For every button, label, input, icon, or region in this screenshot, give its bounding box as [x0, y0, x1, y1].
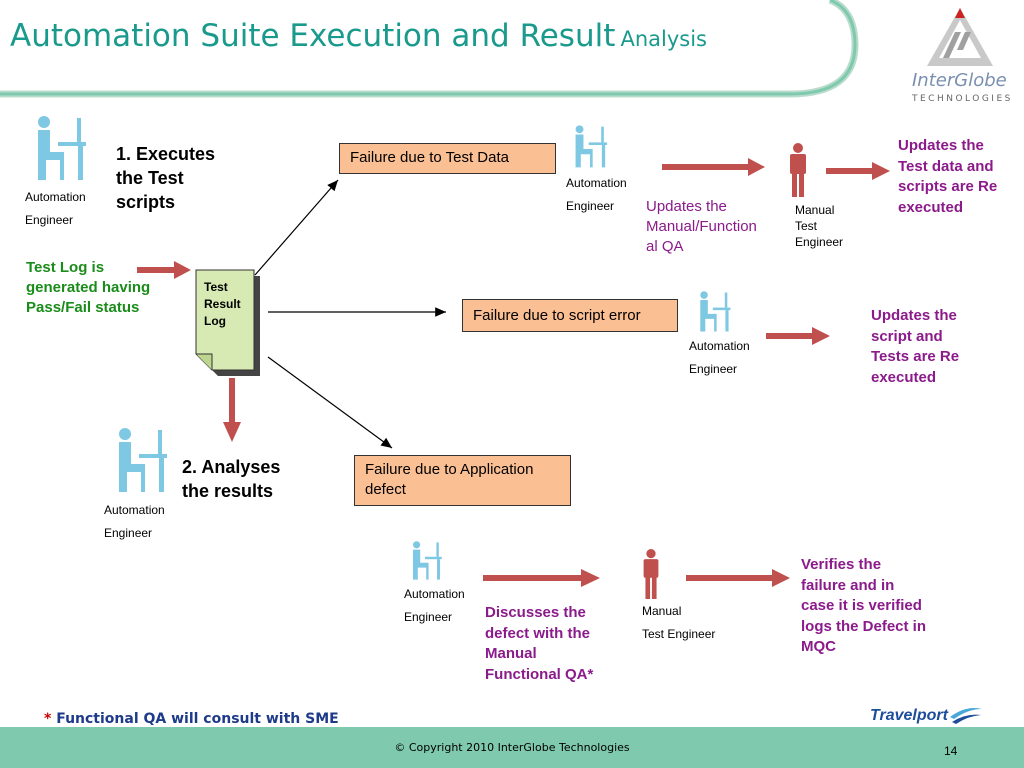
automation-engineer-icon — [38, 116, 86, 180]
failure-test-data-box: Failure due to Test Data — [339, 143, 556, 174]
travelport-swoosh-icon — [950, 708, 982, 724]
test-result-log-document-icon — [195, 269, 260, 376]
automation-engineer-icon — [413, 541, 442, 580]
manual-test-engineer-icon — [643, 549, 659, 599]
arrow-to-app-defect — [267, 356, 393, 449]
footnote: * Functional QA will consult with SME — [44, 711, 339, 727]
title-sub: Analysis — [620, 27, 707, 51]
page-title: Automation Suite Execution and Result An… — [10, 18, 707, 54]
header-curve — [0, 0, 859, 98]
copyright: © Copyright 2010 InterGlobe Technologies — [394, 741, 630, 754]
manual-test-engineer-icon — [790, 143, 806, 197]
interglobe-logo-icon — [927, 8, 993, 66]
title-main: Automation Suite Execution and Result — [10, 18, 616, 54]
travelport-logo: Travelport — [870, 707, 948, 724]
page-number: 14 — [944, 744, 958, 758]
automation-engineer-icon — [119, 428, 167, 492]
automation-engineer-icon — [575, 125, 608, 168]
failure-script-error-box: Failure due to script error — [462, 299, 678, 332]
automation-engineer-icon — [700, 291, 731, 332]
logo-name: InterGlobe — [912, 70, 1007, 91]
arrow-to-test-data — [254, 179, 339, 276]
logo-tagline: TECHNOLOGIES — [912, 94, 1013, 104]
footer-bar — [0, 727, 1024, 768]
